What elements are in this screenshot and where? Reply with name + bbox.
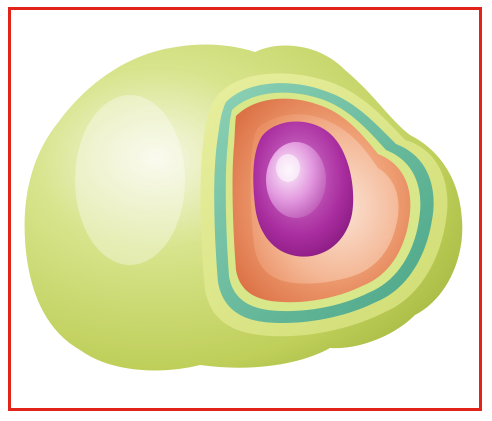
surface-highlight [75, 95, 185, 265]
core-highlight [276, 154, 300, 182]
inner-core [266, 142, 326, 218]
